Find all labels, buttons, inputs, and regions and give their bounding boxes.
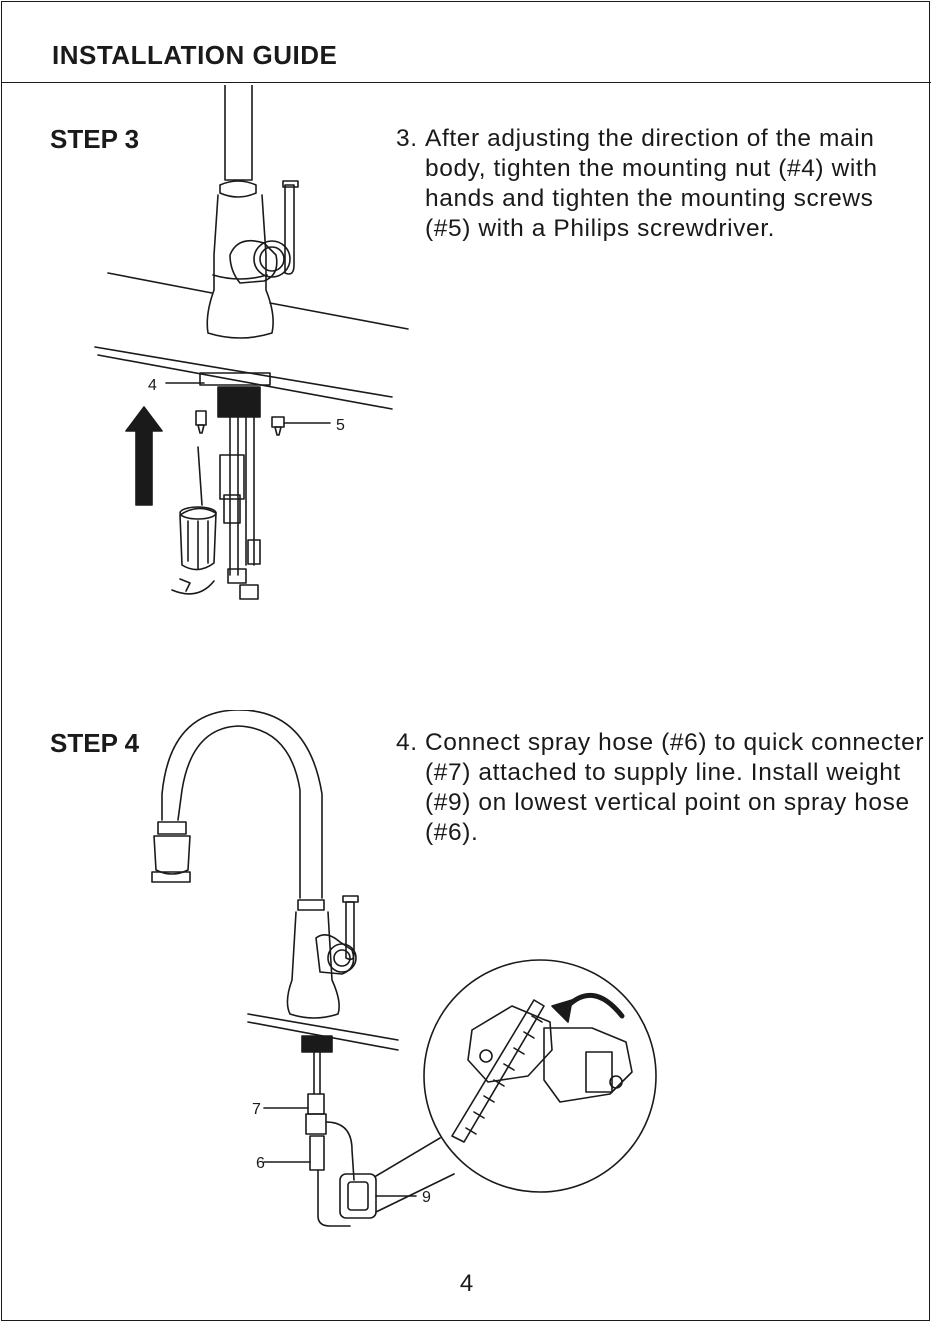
step-4-text: Connect spray hose (#6) to quick connect…	[425, 729, 925, 846]
callout-4: 4	[148, 377, 157, 394]
step-3-callouts: 4 5	[148, 377, 345, 434]
step-3-label: STEP 3	[50, 124, 140, 154]
callout-7: 7	[252, 1101, 261, 1118]
callout-5: 5	[336, 417, 345, 434]
step-3-text: After adjusting the direction of the mai…	[425, 125, 878, 242]
step-3-number: 3.	[396, 125, 418, 152]
page-title: INSTALLATION GUIDE	[52, 40, 338, 70]
header-bar: INSTALLATION GUIDE	[2, 2, 931, 83]
step-4-instructions: 4. Connect spray hose (#6) to quick conn…	[396, 728, 926, 848]
step-3-illustration	[94, 85, 409, 600]
step-4-callouts: 7 6 9	[252, 1101, 431, 1206]
step-4-number: 4.	[396, 729, 418, 756]
page-number: 4	[459, 1270, 474, 1297]
step-4-illustration	[151, 710, 657, 1227]
callout-6: 6	[256, 1155, 265, 1172]
callout-9: 9	[422, 1189, 431, 1206]
step-3-instructions: 3. After adjusting the direction of the …	[396, 124, 926, 244]
step-4-label: STEP 4	[50, 728, 140, 758]
